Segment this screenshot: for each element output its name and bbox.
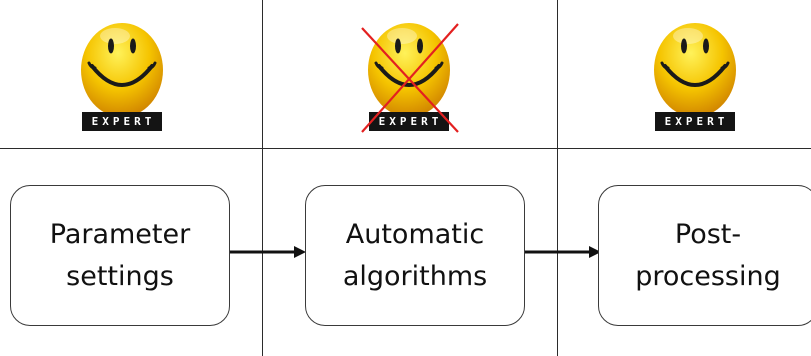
expert-icon-2-crossed: EXPERT [354,8,464,134]
expert-icon-3: EXPERT [640,8,750,134]
column-divider-1 [262,0,263,356]
expert-badge: EXPERT [82,112,162,131]
right-arrow-icon [230,246,306,258]
smiley-face-icon [81,23,163,117]
step-label: Post- processing [635,218,781,292]
expert-icon-1: EXPERT [67,8,177,134]
right-arrow-icon [525,246,601,258]
step-box-automatic-algorithms: Automatic algorithms [305,185,525,326]
red-x-cross-icon [361,23,459,133]
step-box-post-processing: Post- processing [598,185,811,326]
smiley-face-icon [368,23,450,117]
step-label: Automatic algorithms [342,218,488,292]
expert-badge: EXPERT [369,112,449,131]
step-label: Parameter settings [49,218,191,292]
column-divider-2 [557,0,558,356]
expert-badge: EXPERT [655,112,735,131]
step-box-parameter-settings: Parameter settings [10,185,230,326]
row-divider [0,148,811,149]
smiley-face-icon [654,23,736,117]
